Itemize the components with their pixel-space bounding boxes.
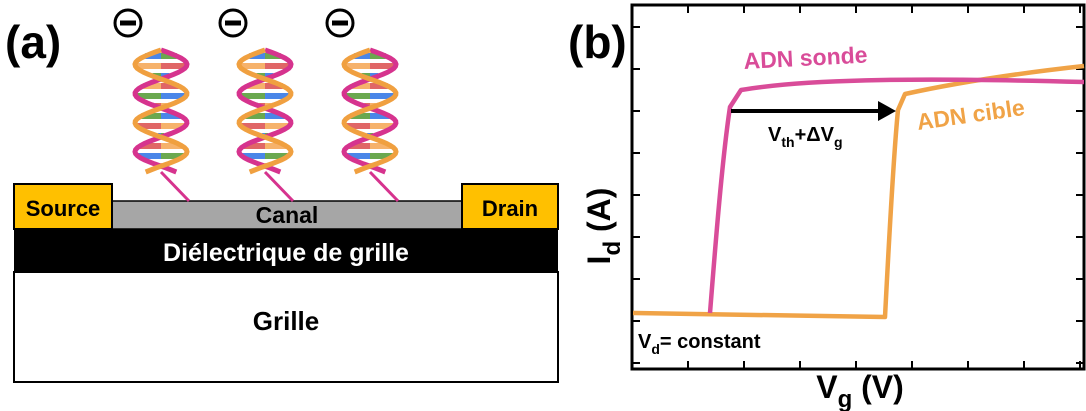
gate-layer <box>13 271 559 383</box>
dna-base-pair-left <box>161 113 181 119</box>
dna-backbone-orange <box>341 47 399 175</box>
dna-helices <box>132 47 400 203</box>
dna-base-pair-left <box>352 83 370 89</box>
dna-anchor-linker <box>159 170 191 203</box>
vd-constant-label: Vd= constant <box>638 331 761 357</box>
gate-label: Grille <box>253 306 319 336</box>
dna-helix-2 <box>236 47 295 203</box>
dna-backbone-pink <box>132 47 190 175</box>
dna-base-pair-right <box>370 93 396 99</box>
channel-layer <box>111 200 463 230</box>
source-label: Source <box>26 196 101 221</box>
shift-label: Vth+ΔVg <box>768 124 843 150</box>
plot-frame <box>630 3 1086 371</box>
dna-base-pair-left <box>346 153 370 159</box>
dna-base-pair-right <box>370 153 394 159</box>
dna-base-pair-right <box>135 63 161 69</box>
dna-base-pair-right <box>350 113 370 119</box>
dna-base-pair-right <box>345 123 370 129</box>
dna-backbone-pink <box>236 47 294 175</box>
dna-base-pair-right <box>145 53 161 59</box>
dna-base-pair-right <box>354 53 370 59</box>
dna-base-pair-left <box>265 63 291 69</box>
dna-helix-1 <box>132 47 191 203</box>
label-adn-sonde: ADN sonde <box>743 42 868 74</box>
dna-base-pair-right <box>265 93 291 99</box>
dna-base-pair-left <box>241 153 265 159</box>
y-axis-label: Id (A) <box>581 188 626 265</box>
dna-base-pair-right <box>245 113 265 119</box>
dna-base-pair-left <box>137 153 161 159</box>
dna-backbone-orange <box>236 47 294 175</box>
curve-adn-cible <box>632 63 1085 320</box>
dna-base-pair-left <box>265 113 285 119</box>
dna-base-pair-right <box>265 153 289 159</box>
dna-base-pair-right <box>249 53 265 59</box>
dna-base-pair-right <box>239 63 265 69</box>
dna-base-pair-left <box>370 123 395 129</box>
channel-label: Canal <box>256 202 319 228</box>
dna-base-pair-right <box>136 123 161 129</box>
axis-ticks <box>632 5 1084 369</box>
dna-base-pair-right <box>370 143 392 149</box>
dna-base-pair-left <box>344 93 370 99</box>
negative-charge-3 <box>325 8 355 38</box>
dna-base-pair-left <box>265 123 290 129</box>
x-axis-label: Vg (V) <box>816 369 904 411</box>
dna-base-pair-left <box>161 63 187 69</box>
shift-arrow-head <box>878 101 896 121</box>
dna-base-pair-right <box>141 113 161 119</box>
dna-base-pair-left <box>135 93 161 99</box>
dielectric-layer <box>14 229 558 272</box>
dna-base-pair-left <box>243 143 265 149</box>
drain-label: Drain <box>482 196 538 221</box>
dna-base-pair-left <box>161 53 177 59</box>
dna-backbone-orange <box>132 47 190 175</box>
dna-backbone-pink <box>341 47 399 175</box>
dna-base-pair-right <box>161 143 183 149</box>
dna-base-pair-right <box>161 153 185 159</box>
dna-base-pair-left <box>247 83 265 89</box>
dna-base-pair-left <box>143 83 161 89</box>
label-adn-cible: ADN cible <box>915 94 1026 135</box>
dna-anchor-linker <box>368 170 400 203</box>
panel-a-label: (a) <box>5 16 61 68</box>
source-contact <box>13 183 113 230</box>
dna-base-pair-left <box>370 113 390 119</box>
negative-charge-2 <box>218 8 248 38</box>
dna-helix-3 <box>341 47 400 203</box>
dna-base-pair-left <box>265 53 281 59</box>
dna-base-pair-right <box>370 83 388 89</box>
dna-base-pair-right <box>161 83 179 89</box>
dna-base-pair-right <box>265 83 283 89</box>
dna-base-pair-left <box>239 93 265 99</box>
dna-base-pair-right <box>161 93 187 99</box>
dna-base-pair-right <box>344 63 370 69</box>
panel-b-label: (b) <box>568 16 627 68</box>
dna-base-pair-right <box>240 123 265 129</box>
dna-base-pair-left <box>370 53 386 59</box>
drain-contact <box>461 183 559 230</box>
dna-anchor-linker <box>263 170 295 203</box>
dielectric-label: Diélectrique de grille <box>163 239 409 267</box>
dna-base-pair-left <box>161 123 186 129</box>
curve-adn-sonde <box>707 77 1085 314</box>
dna-base-pair-left <box>370 63 396 69</box>
dna-base-pair-left <box>139 143 161 149</box>
negative-charge-1 <box>113 8 143 38</box>
dna-base-pair-right <box>265 143 287 149</box>
dna-base-pair-left <box>348 143 370 149</box>
